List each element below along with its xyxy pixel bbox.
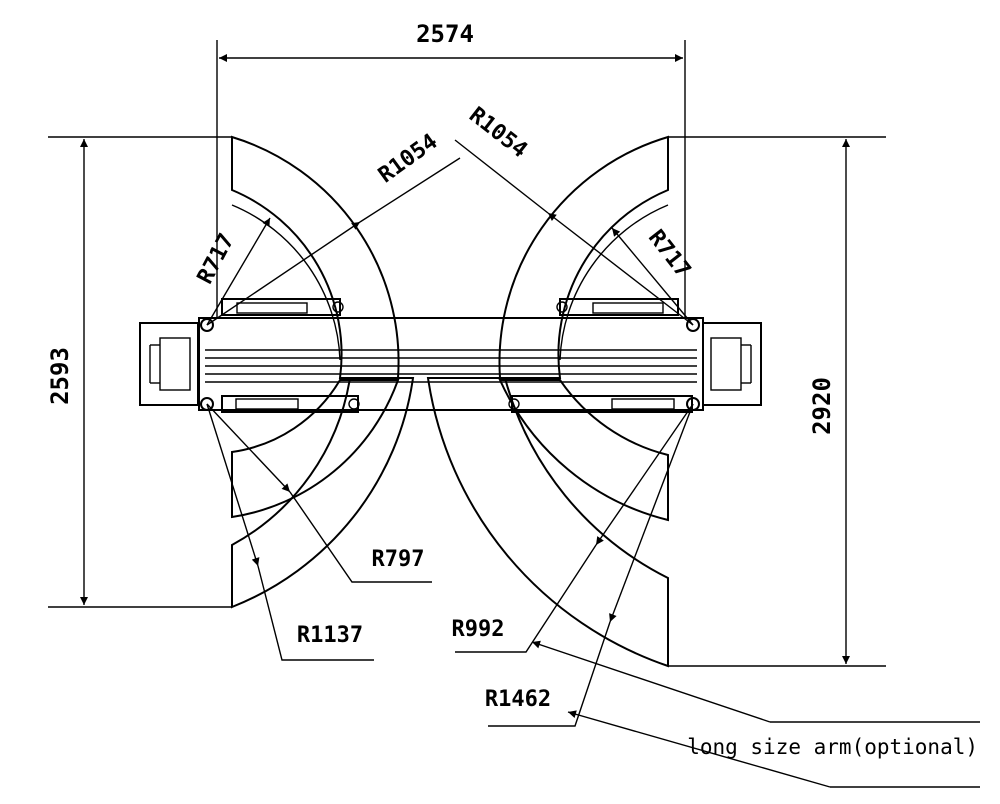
lift-body (139, 298, 762, 413)
optional-arm-note: long size arm(optional) (687, 735, 978, 759)
label-right-r992: R992 (452, 617, 505, 642)
right-lower-swing-area (498, 379, 669, 522)
left-lower-swing-area (231, 379, 400, 519)
left-lower-arm (221, 395, 359, 413)
right-upper-inner-arc (559, 204, 669, 361)
right-post (702, 322, 762, 406)
label-left-r1137: R1137 (297, 623, 363, 648)
right-long-arm-swing-area (426, 377, 669, 668)
label-left-r797: R797 (372, 547, 425, 572)
left-upper-arm (221, 298, 341, 316)
right-height-label: 2920 (808, 377, 836, 435)
left-upper-swing-area (231, 135, 400, 379)
left-long-arm-swing-area (231, 377, 415, 609)
left-post (139, 322, 199, 406)
label-right-r1462: R1462 (485, 687, 551, 712)
left-upper-inner-arc (231, 204, 341, 361)
left-height-dimension: 2593 (46, 136, 232, 608)
label-left-r1054: R1054 (374, 129, 442, 188)
label-right-r1054: R1054 (464, 103, 532, 163)
radius-leaders (206, 139, 980, 788)
right-upper-swing-area (498, 135, 669, 379)
right-lower-arm (511, 395, 693, 413)
width-dimension: 2574 (216, 20, 686, 318)
label-left-r717: R717 (193, 230, 240, 289)
left-height-label: 2593 (46, 347, 74, 405)
width-dimension-label: 2574 (416, 20, 474, 48)
right-height-dimension: 2920 (668, 136, 886, 667)
